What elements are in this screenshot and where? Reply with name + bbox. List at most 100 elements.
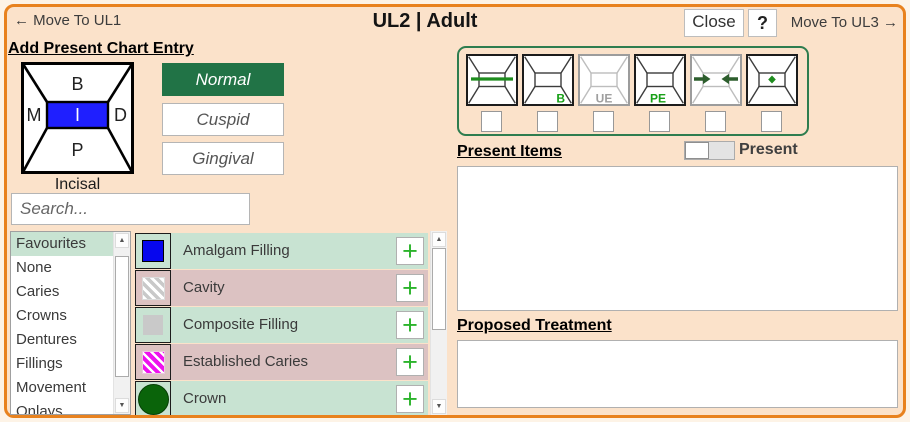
amalgam-filling-icon [135, 233, 171, 269]
plus-icon: + [402, 384, 418, 414]
category-item-favourites[interactable]: Favourites [11, 232, 113, 256]
svg-text:B: B [556, 92, 565, 105]
tooth-state-unerupted-button[interactable]: UE [578, 54, 630, 106]
tooth-state-checkbox-unerupted[interactable] [593, 111, 614, 132]
tooth-state-panel: B UE PE [457, 46, 809, 136]
move-to-ul3-link[interactable]: Move To UL3 → [791, 14, 898, 31]
tooth-surface-diagram[interactable]: B M I D P [21, 62, 134, 174]
arrow-left-icon [721, 73, 738, 85]
add-cavity-button[interactable]: + [396, 274, 424, 302]
help-button[interactable]: ? [748, 9, 777, 37]
item-row-amalgam-filling: Amalgam Filling + [135, 233, 428, 269]
add-established-caries-button[interactable]: + [396, 348, 424, 376]
category-list: Favourites None Caries Crowns Dentures F… [10, 231, 131, 415]
bridge-tooth-icon: B [524, 56, 572, 104]
plus-icon: + [402, 273, 418, 303]
tooth-state-drifted-button[interactable] [690, 54, 742, 106]
proposed-treatment-list[interactable] [457, 340, 898, 408]
add-present-chart-entry-heading: Add Present Chart Entry [8, 40, 194, 57]
plus-icon: + [402, 236, 418, 266]
plus-icon: + [402, 310, 418, 340]
tooth-state-checkbox-bridge[interactable] [537, 111, 558, 132]
magenta-stripes-icon [141, 350, 165, 374]
category-item-none[interactable]: None [16, 259, 52, 276]
item-label: Crown [183, 390, 227, 407]
surface-label-distal[interactable]: D [114, 105, 127, 125]
tooth-state-checkbox-extracted[interactable] [481, 111, 502, 132]
move-to-ul1-link[interactable]: ← Move To UL1 [14, 12, 121, 29]
category-item-crowns[interactable]: Crowns [16, 307, 67, 324]
extracted-tooth-icon [468, 56, 516, 104]
category-item-dentures[interactable]: Dentures [16, 331, 77, 348]
item-scrollbar[interactable]: ▲ ▼ [430, 231, 447, 415]
treatment-item-list: Amalgam Filling + Cavity + Composite Fil… [135, 231, 447, 415]
normal-button[interactable]: Normal [162, 63, 284, 96]
tooth-state-bridge-button[interactable]: B [522, 54, 574, 106]
plus-icon: + [402, 347, 418, 377]
cavity-icon [135, 270, 171, 306]
tooth-state-checkbox-drifted[interactable] [705, 111, 726, 132]
tooth-chart-dialog: ← Move To UL1 UL2 | Adult Close ? Move T… [4, 4, 906, 418]
arrow-right-icon [694, 73, 711, 85]
tooth-state-extracted-button[interactable] [466, 54, 518, 106]
surface-label-incisal[interactable]: I [75, 105, 80, 125]
crown-icon [135, 381, 171, 415]
gingival-button[interactable]: Gingival [162, 142, 284, 175]
blue-square-icon [142, 240, 164, 262]
green-circle-icon [137, 383, 169, 415]
category-item-caries[interactable]: Caries [16, 283, 60, 300]
category-item-onlays[interactable]: Onlays [16, 403, 63, 415]
proposed-treatment-heading: Proposed Treatment [457, 317, 612, 334]
svg-text:PE: PE [650, 92, 666, 105]
present-toggle[interactable] [684, 141, 735, 160]
unerupted-tooth-icon: UE [580, 56, 628, 104]
item-label: Composite Filling [183, 316, 299, 333]
cuspid-button[interactable]: Cuspid [162, 103, 284, 136]
search-input[interactable] [11, 193, 250, 225]
surface-label-mesial[interactable]: M [27, 105, 42, 125]
selected-surface-caption: Incisal [54, 176, 101, 193]
gray-stripes-icon [141, 276, 165, 300]
composite-filling-icon [135, 307, 171, 343]
move-to-ul1-label: Move To UL1 [33, 12, 122, 29]
item-row-cavity: Cavity + [135, 270, 428, 306]
add-amalgam-filling-button[interactable]: + [396, 237, 424, 265]
scroll-down-icon[interactable]: ▼ [432, 399, 446, 414]
add-composite-filling-button[interactable]: + [396, 311, 424, 339]
arrow-left-icon: ← [14, 12, 29, 29]
add-crown-button[interactable]: + [396, 385, 424, 413]
present-toggle-label: Present [739, 141, 798, 158]
scroll-down-icon[interactable]: ▼ [115, 398, 129, 413]
page-title: UL2 | Adult [372, 10, 478, 32]
surface-label-buccal[interactable]: B [71, 74, 83, 94]
present-items-list[interactable] [457, 166, 898, 311]
item-row-crown: Crown + [135, 381, 428, 415]
item-row-composite-filling: Composite Filling + [135, 307, 428, 343]
category-scrollbar[interactable]: ▲ ▼ [113, 232, 130, 414]
category-scrollbar-thumb[interactable] [115, 256, 129, 377]
arrow-right-icon: → [883, 14, 898, 31]
category-item-fillings[interactable]: Fillings [16, 355, 63, 372]
close-button[interactable]: Close [684, 9, 744, 37]
tooth-state-checkbox-partially-erupted[interactable] [649, 111, 670, 132]
scroll-up-icon[interactable]: ▲ [115, 233, 129, 248]
toggle-knob-icon[interactable] [685, 142, 709, 159]
item-scrollbar-thumb[interactable] [432, 248, 446, 330]
surface-incisal-selected[interactable] [45, 100, 110, 130]
surface-label-palatal[interactable]: P [71, 140, 83, 160]
category-item-movement[interactable]: Movement [16, 379, 87, 396]
move-to-ul3-label: Move To UL3 [790, 14, 879, 31]
partially-erupted-tooth-icon: PE [636, 56, 684, 104]
drifted-tooth-arrows-icon [692, 56, 740, 104]
item-label: Amalgam Filling [183, 242, 290, 259]
tooth-state-checkbox-watch[interactable] [761, 111, 782, 132]
tooth-state-partially-erupted-button[interactable]: PE [634, 54, 686, 106]
present-items-heading: Present Items [457, 143, 562, 160]
item-label: Established Caries [183, 353, 309, 370]
scroll-up-icon[interactable]: ▲ [432, 232, 446, 247]
item-label: Cavity [183, 279, 225, 296]
established-caries-icon [135, 344, 171, 380]
svg-text:UE: UE [596, 92, 613, 105]
item-row-established-caries: Established Caries + [135, 344, 428, 380]
tooth-state-watch-button[interactable] [746, 54, 798, 106]
